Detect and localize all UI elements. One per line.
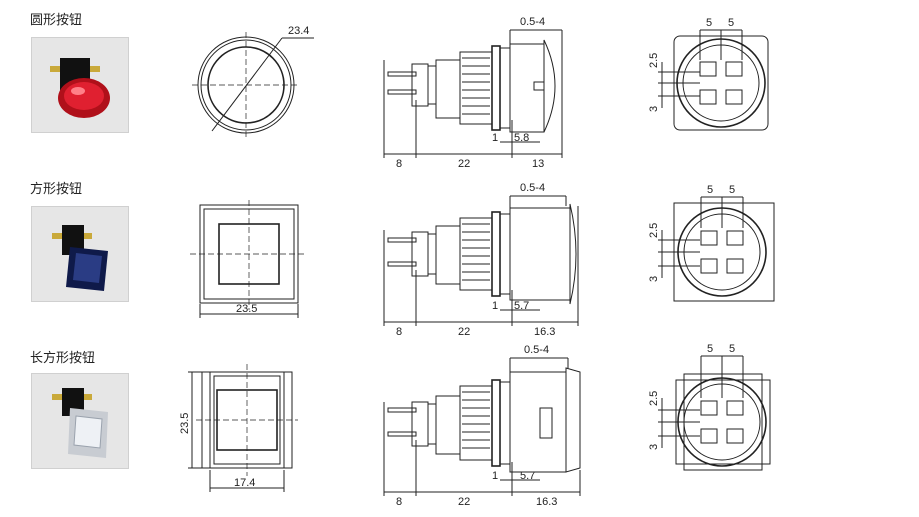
row-title-round: 圆形按钮 [30,13,83,28]
dim-terminal-round: 8 [396,158,402,170]
front-view-square: 23.5 [190,200,306,318]
photo-round-button [31,37,129,133]
dim-gap-round: 1 [492,132,498,144]
dim-offset-b-rectangle: 3 [648,444,660,450]
dim-terminal-rectangle: 8 [396,496,402,508]
side-view-round: 0.5-4 8 22 1 5.8 13 [383,16,563,170]
dim-body-rectangle: 22 [458,496,470,508]
photo-rectangle-button [31,373,129,469]
dim-pitch-a-rectangle: 5 [707,343,713,355]
dim-lens-round: 5.8 [514,132,529,144]
dim-lens-square: 5.7 [514,300,529,312]
dim-offset-a-rectangle: 2.5 [648,391,660,406]
dim-offset-a-round: 2.5 [648,53,660,68]
dim-offset-a-square: 2.5 [648,223,660,238]
dim-diameter-round: 23.4 [288,25,309,37]
back-view-round: 5 5 2.5 3 [648,17,769,131]
dim-head-square: 16.3 [534,326,555,338]
dim-head-rectangle: 16.3 [536,496,557,508]
dim-gap-square: 1 [492,300,498,312]
knurl-square [462,223,490,281]
dim-stroke-rectangle: 0.5-4 [524,344,549,356]
dim-pitch-b-round: 5 [728,17,734,29]
dim-width-square: 23.5 [236,303,257,315]
row-title-rectangle: 长方形按钮 [30,351,96,366]
front-view-rectangle: 23.5 17.4 [179,364,298,492]
dim-pitch-a-round: 5 [706,17,712,29]
knurl-round [462,57,490,115]
dim-offset-b-round: 3 [648,106,660,112]
side-view-square: 0.5-4 8 22 1 5.7 16.3 [383,182,579,338]
dim-gap-rectangle: 1 [492,470,498,482]
dim-height-rectangle: 23.5 [179,413,191,434]
side-view-rectangle: 0.5-4 8 22 1 5.7 16.3 [383,344,581,508]
dim-lens-rectangle: 5.7 [520,470,535,482]
dim-offset-b-square: 3 [648,276,660,282]
dim-stroke-round: 0.5-4 [520,16,545,28]
knurl-rectangle [462,391,490,449]
dim-pitch-a-square: 5 [707,184,713,196]
back-view-rectangle: 5 5 2.5 3 [648,343,771,471]
dim-pitch-b-rectangle: 5 [729,343,735,355]
dim-body-round: 22 [458,158,470,170]
dim-width-rectangle: 17.4 [234,477,255,489]
rectangle-button-image [52,388,108,458]
dim-body-square: 22 [458,326,470,338]
back-view-square: 5 5 2.5 3 [648,184,775,302]
front-view-round: 23.4 [192,25,314,138]
round-button-image [50,58,110,118]
photo-square-button [31,206,129,302]
dim-stroke-square: 0.5-4 [520,182,545,194]
dim-head-round: 13 [532,158,544,170]
dim-terminal-square: 8 [396,326,402,338]
dim-pitch-b-square: 5 [729,184,735,196]
square-button-image [52,225,108,291]
row-title-square: 方形按钮 [30,182,83,197]
